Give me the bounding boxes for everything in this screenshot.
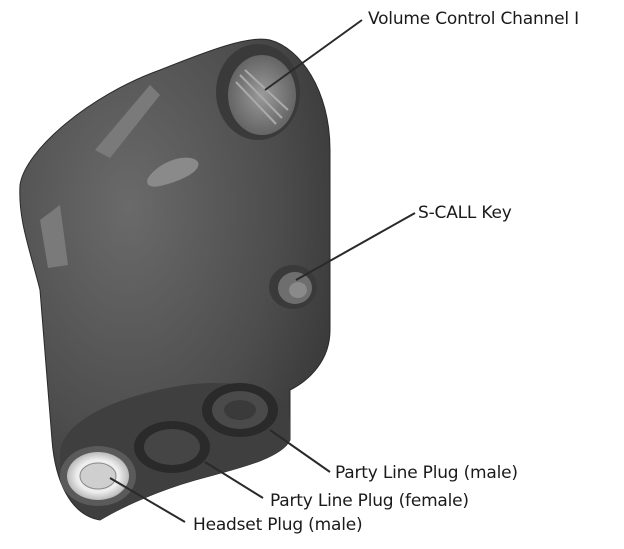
label-party-line-female: Party Line Plug (female) xyxy=(270,491,469,511)
headset-plug-male xyxy=(60,446,136,506)
label-party-line-male: Party Line Plug (male) xyxy=(335,463,518,483)
label-volume-control: Volume Control Channel I xyxy=(368,9,579,29)
volume-control-knob xyxy=(216,44,300,140)
label-headset: Headset Plug (male) xyxy=(193,515,362,535)
label-s-call-key: S-CALL Key xyxy=(418,203,512,223)
party-line-plug-female xyxy=(134,421,210,473)
party-line-plug-male xyxy=(202,383,278,437)
